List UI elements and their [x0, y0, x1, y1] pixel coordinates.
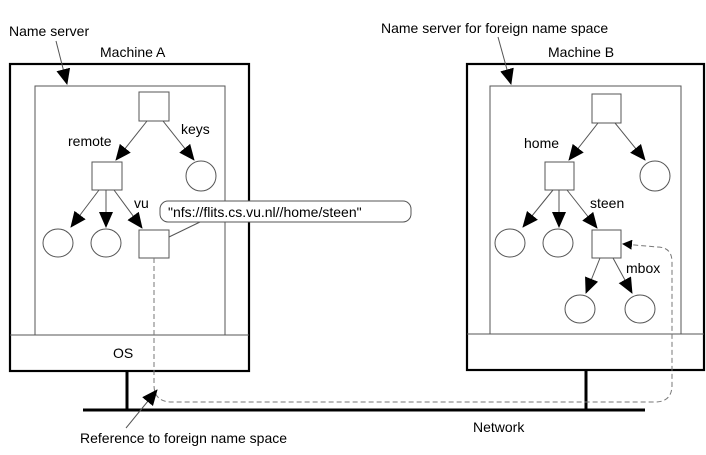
name-server-b-box	[489, 85, 682, 335]
file-node-a-leaf1	[42, 228, 74, 258]
tree-a: remote keys vu "nfs://flits.cs.vu.nl//ho…	[42, 91, 412, 259]
name-server-foreign-label: Name server for foreign name space	[381, 20, 608, 36]
directory-node-home	[544, 161, 575, 191]
name-server-pointer	[55, 40, 71, 85]
directory-node-remote	[91, 161, 123, 191]
edge-mbox-right	[612, 257, 633, 294]
mount-reference-connector	[168, 221, 201, 238]
edge-home	[568, 122, 599, 161]
file-node-b-leaf1	[494, 228, 526, 258]
reference-label: Reference to foreign name space	[80, 430, 287, 446]
machine-b-frame	[465, 62, 706, 372]
file-node-a-leaf2	[90, 228, 122, 258]
file-node-b-right	[639, 160, 671, 192]
edge-b-right	[614, 122, 646, 161]
tree-b: home steen mbox	[494, 93, 671, 324]
edge-steen	[566, 189, 598, 229]
edge-a-leaf1	[70, 189, 100, 228]
mount-reference-text: "nfs://flits.cs.vu.nl//home/steen"	[168, 204, 362, 220]
machine-b-label: Machine B	[548, 44, 614, 60]
name-server-label: Name server	[9, 23, 89, 39]
edge-label-vu: vu	[134, 195, 149, 211]
directory-node-root-a	[138, 91, 170, 122]
file-node-mbox-2	[624, 294, 656, 324]
edge-remote	[115, 120, 148, 161]
machine-a-os-label: OS	[113, 345, 133, 361]
edge-label-home: home	[524, 135, 559, 151]
file-node-b-leaf2	[542, 228, 574, 258]
foreign-reference-path	[153, 239, 673, 403]
machine-a-label: Machine A	[100, 44, 166, 60]
edge-mbox-left	[585, 257, 601, 294]
directory-node-steen	[591, 229, 622, 259]
machine-a: Machine A OS	[8, 44, 251, 410]
file-node-keys	[185, 160, 217, 192]
network-label: Network	[473, 419, 525, 435]
name-server-foreign-pointer	[497, 36, 514, 85]
file-node-mbox-1	[564, 294, 596, 324]
edge-b-leaf1	[522, 189, 554, 228]
edge-label-keys: keys	[181, 121, 210, 137]
reference-pointer	[125, 389, 158, 429]
machine-b: Machine B	[465, 44, 706, 410]
edge-keys	[162, 120, 195, 161]
mount-reference-callout	[159, 200, 412, 223]
directory-node-root-b	[591, 93, 622, 124]
edge-vu	[113, 189, 143, 229]
edge-label-steen: steen	[590, 195, 624, 211]
edge-label-remote: remote	[68, 133, 112, 149]
edge-label-mbox: mbox	[626, 260, 660, 276]
directory-node-vu-mount-point	[138, 229, 170, 259]
